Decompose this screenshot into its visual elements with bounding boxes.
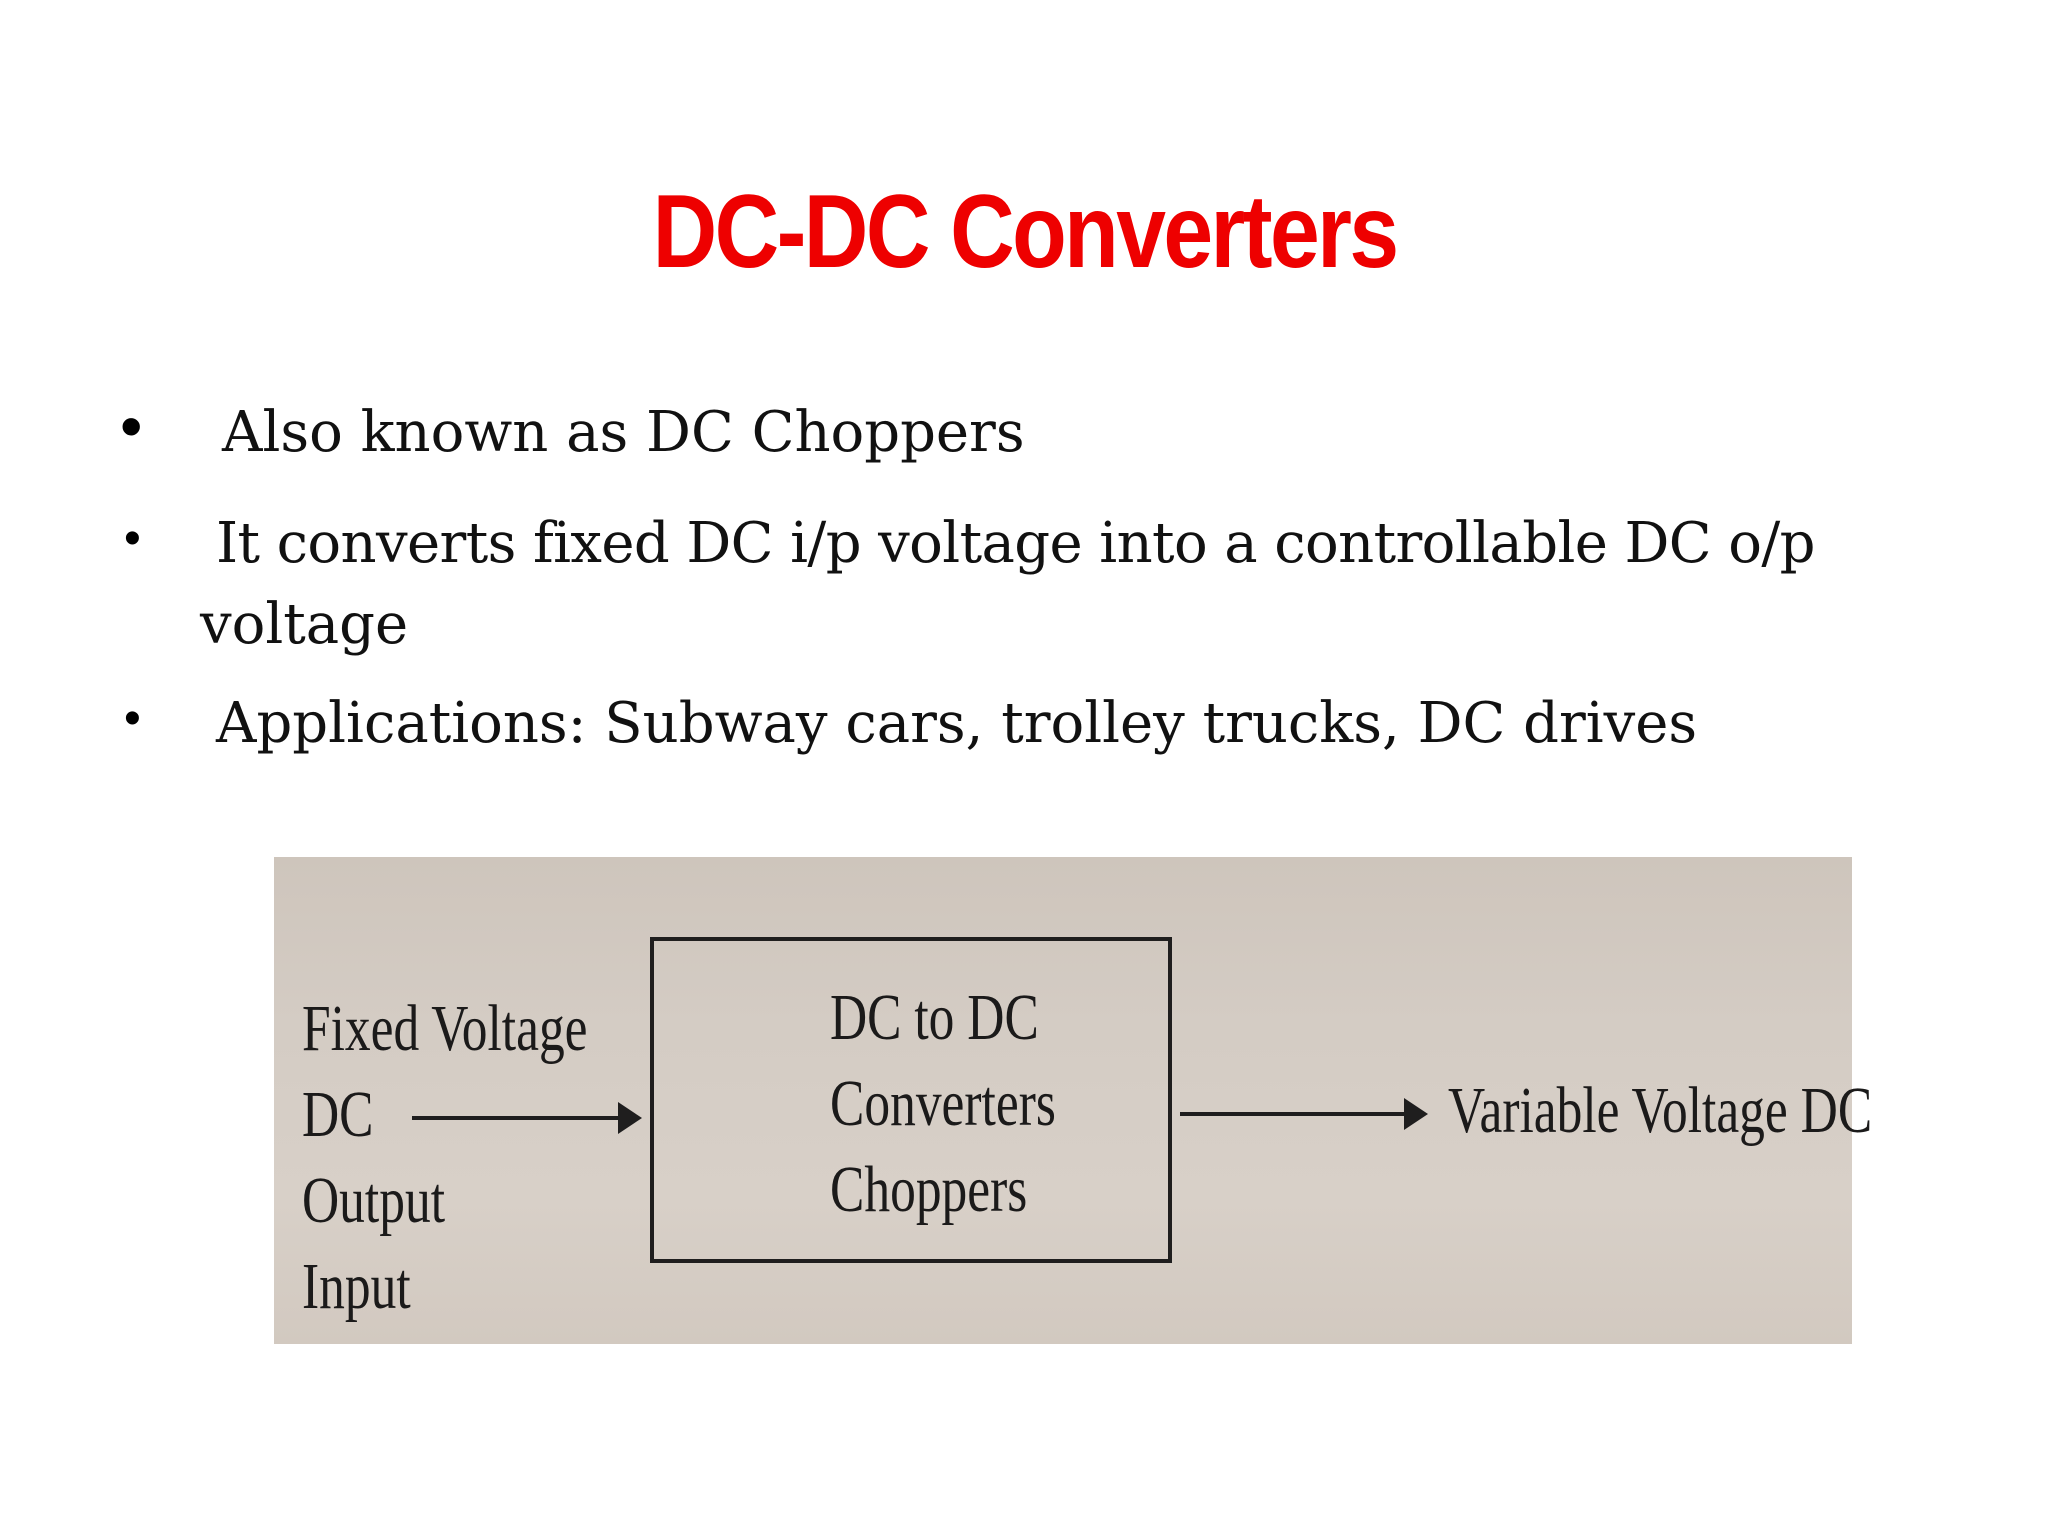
bullet-marker: • (124, 692, 141, 745)
label-dc: DC (302, 1078, 374, 1151)
box-label-choppers: Choppers (830, 1153, 1028, 1226)
input-arrow-line (412, 1116, 620, 1120)
box-label-dc-to-dc: DC to DC (830, 981, 1039, 1054)
bullet-item-3: Applications: Subway cars, trolley truck… (216, 691, 1698, 756)
converter-block (650, 937, 1172, 1263)
label-fixed-voltage: Fixed Voltage (302, 992, 588, 1065)
box-label-converters: Converters (830, 1067, 1056, 1140)
label-variable-voltage-dc: Variable Voltage DC (1448, 1074, 1873, 1147)
bullet-marker: • (124, 512, 141, 565)
label-output: Output (302, 1164, 446, 1237)
label-input: Input (302, 1250, 411, 1323)
bullet-item-1: Also known as DC Choppers (222, 400, 1025, 465)
block-diagram-image: Fixed Voltage DC Output Input DC to DC C… (274, 857, 1872, 1344)
slide-title: DC-DC Converters (652, 174, 1400, 290)
output-arrow-line (1180, 1112, 1406, 1116)
bullet-item-2: It converts fixed DC i/p voltage into a … (216, 511, 1815, 576)
bullet-item-2-continued: voltage (200, 592, 409, 657)
output-arrow-head (1404, 1098, 1428, 1130)
bullet-marker: • (120, 390, 143, 462)
input-arrow-head (618, 1102, 642, 1134)
